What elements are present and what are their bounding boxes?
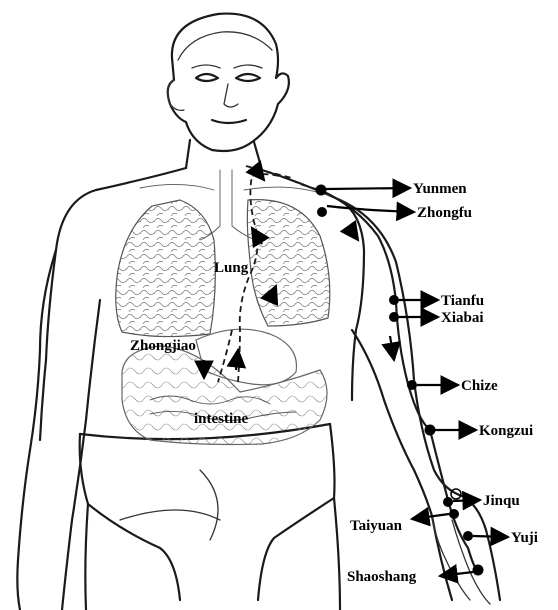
flow-arrow-elbow — [390, 336, 394, 360]
label-shaoshang: Shaoshang — [347, 569, 417, 585]
yunmen-pointer — [326, 188, 410, 189]
briefs-seam — [120, 470, 220, 540]
descending-branch — [218, 330, 232, 382]
label-yuji: Yuji — [511, 530, 538, 546]
thighs — [85, 498, 340, 610]
right-eye — [236, 74, 260, 81]
mouth — [212, 120, 246, 123]
meridian-path — [204, 166, 478, 572]
shaoshang-point — [473, 565, 484, 576]
taiyuan-point — [449, 509, 459, 519]
yunmen-point — [316, 185, 327, 196]
jinqu-pointer — [453, 500, 480, 501]
eyebrows — [192, 65, 262, 68]
head-outline — [168, 14, 289, 151]
left-arm — [17, 250, 100, 610]
clavicles — [140, 184, 330, 196]
yuji-point — [463, 531, 473, 541]
yuji-pointer — [473, 536, 508, 537]
tianfu-point — [389, 295, 399, 305]
label-intestine: intestine — [194, 411, 249, 427]
label-kongzui: Kongzui — [479, 423, 533, 439]
jinqu-point — [443, 497, 453, 507]
hairline — [178, 32, 272, 60]
label-xiabai: Xiabai — [441, 310, 484, 326]
label-lung: Lung — [214, 260, 249, 276]
kongzui-point — [425, 425, 436, 436]
briefs — [80, 424, 335, 600]
left-lung — [247, 200, 329, 326]
label-jinqu: Jinqu — [483, 493, 520, 509]
nose — [224, 84, 238, 107]
label-chize: Chize — [461, 378, 498, 394]
flow-arrow-upper-arm — [348, 226, 358, 240]
chize-point — [407, 380, 417, 390]
lungs — [116, 170, 330, 337]
zhongfu-pointer — [327, 206, 414, 212]
right-lung — [116, 200, 216, 337]
left-eye — [196, 74, 218, 81]
label-zhongfu: Zhongfu — [417, 205, 472, 221]
label-zhongjiao: Zhongjiao — [130, 338, 196, 354]
zhongfu-point — [317, 207, 327, 217]
human-figure — [17, 14, 500, 610]
flow-arrow-zhongjiao-up — [236, 350, 238, 370]
label-yunmen: Yunmen — [413, 181, 467, 197]
neck — [186, 140, 262, 170]
label-taiyuan: Taiyuan — [350, 518, 403, 534]
label-tianfu: Tianfu — [441, 293, 484, 309]
xiabai-point — [389, 312, 399, 322]
